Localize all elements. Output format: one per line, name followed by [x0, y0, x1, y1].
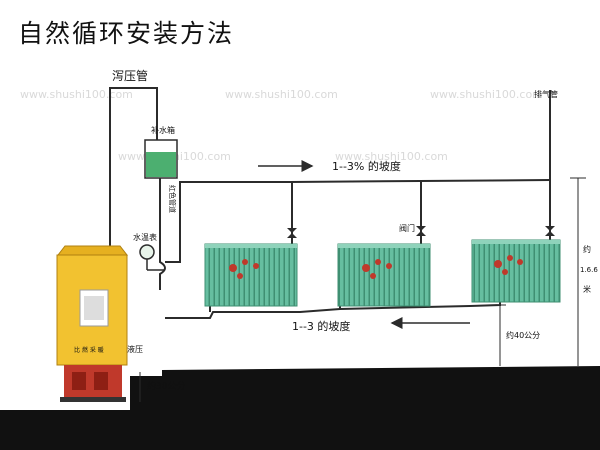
height-40-label: 约40公分: [506, 330, 540, 340]
drain-label: 液压: [127, 344, 143, 354]
radiator: [204, 243, 298, 307]
watermarks: www.shushi100.com www.shushi100.com www.…: [20, 88, 543, 163]
watermark-text: www.shushi100.com: [225, 88, 338, 101]
tank-feed-pipe: [159, 178, 166, 290]
exhaust-pipe-label: 排气管: [534, 89, 558, 99]
thermometer-label: 水温表: [133, 232, 157, 242]
relief-pipe: [109, 87, 158, 265]
slope-top-label: 1--3% 的坡度: [332, 159, 401, 173]
valve-label: 阀门: [399, 223, 415, 233]
watermark-text: www.shushi100.com: [430, 88, 543, 101]
radiator: [337, 243, 431, 307]
boiler: 比 燃 采 暖: [56, 245, 129, 402]
ground: [0, 366, 600, 450]
water-tank: [144, 139, 178, 179]
height-right-label: 约: [583, 244, 591, 254]
boiler-text: 比 燃 采 暖: [74, 346, 104, 354]
dimension-lines: [139, 177, 586, 402]
watermark-text: www.shushi100.com: [20, 88, 133, 101]
thermometer-gauge: [139, 244, 165, 271]
tank-pipe-label: 红色管道: [168, 185, 177, 213]
height-right-unit: 米: [583, 284, 591, 294]
watermark-text: www.shushi100.com: [335, 150, 448, 163]
water-tank-label: 补水箱: [151, 125, 175, 135]
diagram-title: 自然循环安装方法: [18, 19, 235, 48]
height-30-label: 约30公分: [147, 380, 185, 392]
valve-icon: [545, 226, 555, 236]
height-right-value: 1.6.6: [580, 266, 598, 274]
valves: [287, 226, 555, 238]
valve-icon: [287, 228, 297, 238]
supply-main: [165, 179, 551, 263]
slope-bottom-label: 1--3 的坡度: [292, 319, 350, 333]
radiator: [471, 239, 561, 303]
valve-icon: [416, 226, 426, 236]
relief-pipe-label: 泻压管: [112, 68, 148, 83]
